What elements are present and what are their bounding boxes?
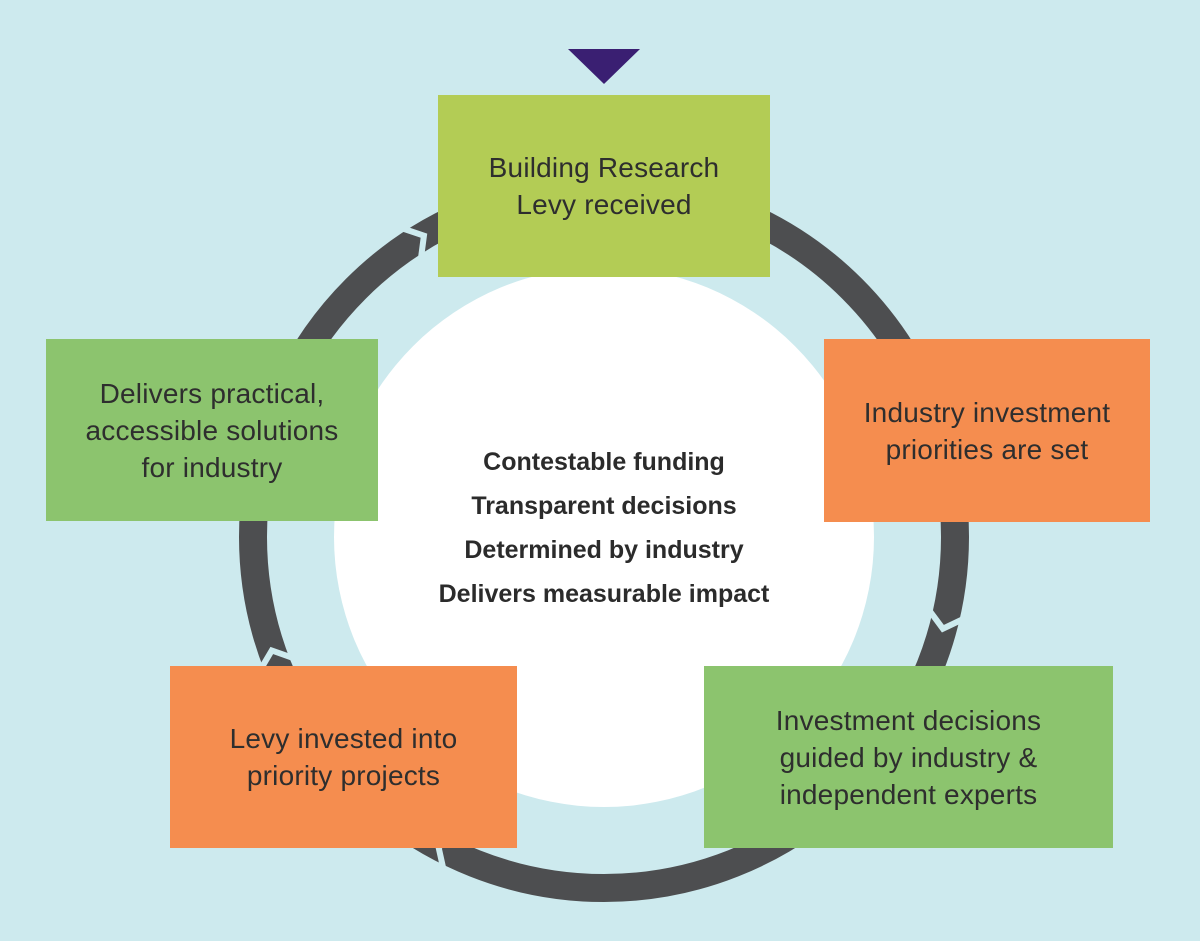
step-investment-decisions: Investment decisions guided by industry … — [704, 666, 1113, 848]
step-levy-received-label: Building Research Levy received — [488, 152, 720, 220]
principle-determined-by-industry: Determined by industry — [464, 536, 744, 564]
principle-transparent-decisions: Transparent decisions — [471, 492, 737, 520]
chevron-arrow-icon — [927, 609, 965, 633]
step-levy-received: Building Research Levy received — [438, 95, 770, 277]
step-levy-invested-label: Levy invested into priority projects — [229, 723, 458, 791]
principle-contestable-funding: Contestable funding — [483, 448, 725, 476]
chevron-arrow-icon — [402, 225, 428, 258]
step-delivers-solutions: Delivers practical, accessible solutions… — [46, 339, 378, 521]
step-priorities-set: Industry investment priorities are set — [824, 339, 1150, 522]
triangle-down-icon — [568, 49, 640, 84]
chevron-arrow-icon — [258, 646, 294, 671]
step-investment-decisions-label: Investment decisions guided by industry … — [775, 704, 1042, 810]
step-delivers-solutions-label: Delivers practical, accessible solutions… — [85, 377, 339, 483]
principle-measurable-impact: Delivers measurable impact — [438, 580, 770, 608]
step-priorities-set-label: Industry investment priorities are set — [863, 396, 1111, 465]
step-levy-invested: Levy invested into priority projects — [170, 666, 517, 848]
center-principles: Contestable funding Transparent decision… — [384, 440, 824, 616]
